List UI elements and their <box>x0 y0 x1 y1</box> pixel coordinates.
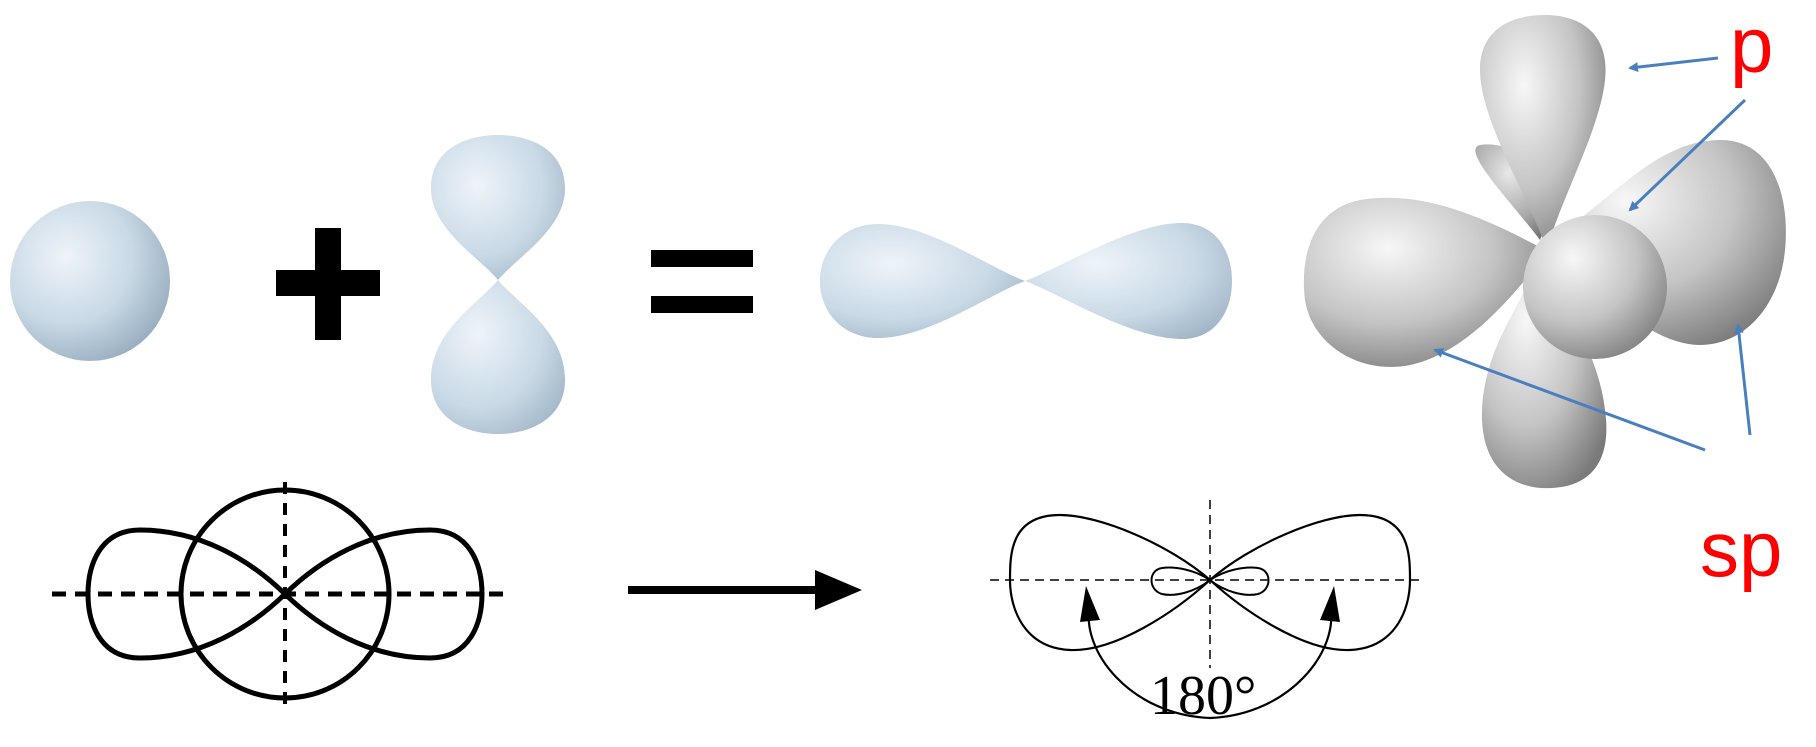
s-orbital-sphere-icon <box>10 201 170 361</box>
sp-hybrid-3d-model-icon <box>1303 15 1786 489</box>
right-arrow-icon <box>628 570 862 610</box>
bond-angle-label: 180° <box>1150 665 1257 727</box>
arrow-to-p-center <box>1628 98 1747 212</box>
arrow-to-p-upper <box>1628 56 1719 73</box>
annotation-arrows <box>1433 56 1752 452</box>
sp-hybrid-2d-diagram <box>990 500 1422 720</box>
sp-hybrid-orbital-icon <box>820 222 1232 340</box>
plus-sign-icon <box>276 228 380 340</box>
arrow-to-sp-left <box>1433 348 1706 452</box>
sp-orbital-label: sp <box>1700 505 1783 593</box>
p-orbital-icon <box>430 135 566 434</box>
s-p-overlap-diagram <box>52 482 512 708</box>
arrow-to-sp-right <box>1733 323 1752 436</box>
p-orbital-label: p <box>1730 1 1774 89</box>
equals-sign-icon <box>651 250 753 313</box>
